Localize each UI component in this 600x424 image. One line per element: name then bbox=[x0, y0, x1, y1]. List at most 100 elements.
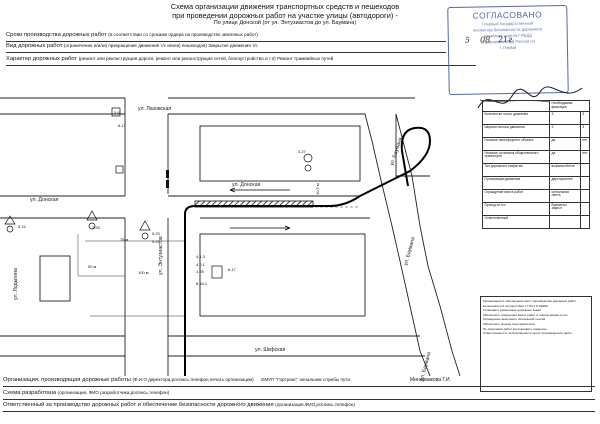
street-lodyigina: ул. Лодыгина bbox=[13, 268, 19, 300]
table-cell bbox=[579, 214, 591, 229]
sign-label-2: 6.17 bbox=[118, 123, 126, 128]
table-cell: Наличие остановок общественного транспор… bbox=[481, 149, 551, 164]
table-header: Необходимая фиксация bbox=[549, 100, 590, 112]
table-cell: 3 bbox=[549, 123, 581, 138]
type-value: (ограничение и/или) прекращение движения… bbox=[64, 43, 258, 48]
sign-label-7: 1.25 bbox=[196, 269, 204, 274]
type-label: Вид дорожных работ bbox=[6, 43, 63, 49]
sign-label-5: 5.23 bbox=[152, 231, 160, 236]
stamp-date-day: 5 bbox=[464, 35, 470, 45]
footer-dev-line: Схема разработана (организация, ФИО разр… bbox=[3, 390, 170, 397]
type-underline bbox=[6, 52, 446, 53]
table-cell: 3 bbox=[579, 123, 591, 138]
table-cell: Ширина полосы движения bbox=[481, 123, 551, 138]
table-cell: да bbox=[549, 149, 581, 164]
footer-resp-underline bbox=[3, 411, 595, 412]
footer-org-label: Организация, производящая дорожные работ… bbox=[3, 377, 131, 383]
sign-label-1: 5.6 bbox=[114, 110, 120, 115]
road-parameters-table: Необходимая фиксация Количество полос дв… bbox=[481, 100, 591, 229]
table-row: Ответственный bbox=[481, 214, 591, 229]
table-row: Наличие остановок общественного транспор… bbox=[481, 149, 591, 164]
nature-underline bbox=[6, 65, 476, 66]
terms-label: Сроки производства дорожных работ bbox=[6, 32, 107, 38]
footer-dev-value: (организация, ФИО разработчика,роспись,т… bbox=[57, 390, 170, 395]
table-cell: нет bbox=[579, 149, 591, 164]
terms-value: (в соответствии со сроками ордера на про… bbox=[108, 32, 258, 37]
footer-dev-label: Схема разработана bbox=[3, 390, 57, 396]
note-line: По окончании работ восстановить покрытие bbox=[483, 326, 547, 331]
title-line-2: при проведении дорожных работ на участке… bbox=[172, 11, 398, 20]
street-donskaya-lower: ул. Донская bbox=[30, 197, 59, 203]
footer-org-name: ЕМУП "Гортранс" начальник службы пути bbox=[261, 377, 350, 382]
table-cell: Проезд по п/п bbox=[481, 201, 551, 216]
table-cell: Ответственный bbox=[481, 214, 551, 229]
note-line: выполняется в соответствии с ГОСТ Р 5228… bbox=[483, 303, 548, 308]
footer-org-underline bbox=[3, 386, 595, 387]
nature-label: Характер дорожных работ bbox=[6, 56, 78, 62]
title-line-1: Схема организации движения транспортных … bbox=[170, 2, 400, 11]
sign-label-11: 6.17 bbox=[228, 267, 236, 272]
footer-resp-value: (организация,ФИО,роспись,телефон) bbox=[275, 402, 355, 407]
note-line: Обеспечить проезд спецтранспорта bbox=[483, 322, 535, 327]
stamp-date: 5 08 21г bbox=[465, 35, 512, 45]
sign-label-12: 8.18.1 bbox=[196, 281, 208, 286]
table-cell bbox=[579, 162, 591, 177]
street-lazovskaya: ул. Лазовская bbox=[138, 106, 172, 112]
table-cell bbox=[579, 201, 591, 216]
distance-label-4: 10,5 м bbox=[315, 183, 320, 195]
stamp-title: СОГЛАСОВАНО bbox=[472, 9, 543, 21]
footer-dev-underline bbox=[3, 399, 595, 400]
table-cell: Организация движения bbox=[481, 175, 551, 190]
table-cell: Ограждение места работ bbox=[481, 188, 551, 203]
traffic-scheme-map bbox=[0, 97, 461, 376]
sign-label-6: 5.24 bbox=[152, 239, 160, 244]
note-line: Ограждение выполнить сигнальной лентой bbox=[483, 317, 546, 322]
footer-resp-label: Ответственный за производство дорожных р… bbox=[3, 402, 274, 408]
nature-field: Характер дорожных работ (ремонт или реко… bbox=[6, 56, 333, 63]
terms-underline bbox=[6, 41, 446, 42]
distance-label-3: 50 м bbox=[88, 264, 97, 269]
table-cell: Временно закрыт bbox=[549, 201, 581, 216]
note-line: Ответственность за безопасность несет пр… bbox=[483, 331, 573, 336]
sign-label-4: 3.24 bbox=[18, 224, 26, 229]
table-cell: Тип дорожного покрытия bbox=[481, 162, 551, 177]
table-cell: двустороннее bbox=[549, 175, 581, 190]
terms-field: Сроки производства дорожных работ (в соо… bbox=[6, 32, 258, 39]
title-line-3: По улице Донской (от ул. Энтузиастов до … bbox=[213, 20, 357, 26]
table-header-row: Необходимая фиксация bbox=[481, 100, 590, 112]
footer-org-line: Организация, производящая дорожные работ… bbox=[3, 377, 350, 384]
type-field: Вид дорожных работ (ограничение и/или) п… bbox=[6, 43, 258, 50]
table-cell: нет bbox=[579, 136, 591, 151]
table-cell: Наличие светофорного объекта bbox=[481, 136, 551, 151]
footer-resp-line: Ответственный за производство дорожных р… bbox=[3, 402, 355, 409]
table-cell bbox=[549, 214, 581, 229]
stamp-line-5: г. Перми bbox=[499, 44, 517, 51]
street-shkolnaya: ул. Шкфская bbox=[255, 347, 286, 353]
stamp-date-year: 21г bbox=[497, 34, 513, 45]
sign-label-10: 3.25 bbox=[92, 225, 100, 230]
stamp-date-month: 08 bbox=[480, 35, 491, 45]
table-cell: Количество полос движения bbox=[481, 110, 551, 125]
note-line: Обеспечить освещение места работ в темно… bbox=[483, 312, 568, 317]
note-line: Установить временные дорожные знаки bbox=[483, 308, 541, 313]
sign-label-3: 3.27 bbox=[298, 149, 306, 154]
table-cell bbox=[579, 175, 591, 190]
table-cell: сигнальная лента bbox=[549, 188, 581, 203]
notes-block: Организация и обеспечение мест производс… bbox=[480, 296, 592, 392]
street-donskaya-upper: ул. Донская bbox=[232, 182, 261, 188]
sign-label-9: 4.2.1 bbox=[196, 262, 205, 267]
table-cell: 3 bbox=[549, 110, 581, 125]
table-cell: да bbox=[549, 136, 581, 151]
sign-label-8: 4.1.3 bbox=[196, 254, 205, 259]
table-cell: 3 bbox=[579, 110, 591, 125]
note-line: Организация и обеспечение мест производс… bbox=[483, 299, 577, 303]
table-cell bbox=[579, 188, 591, 203]
table-cell: асфальтобетон bbox=[549, 162, 581, 177]
distance-label-2: 75 м bbox=[120, 237, 129, 242]
